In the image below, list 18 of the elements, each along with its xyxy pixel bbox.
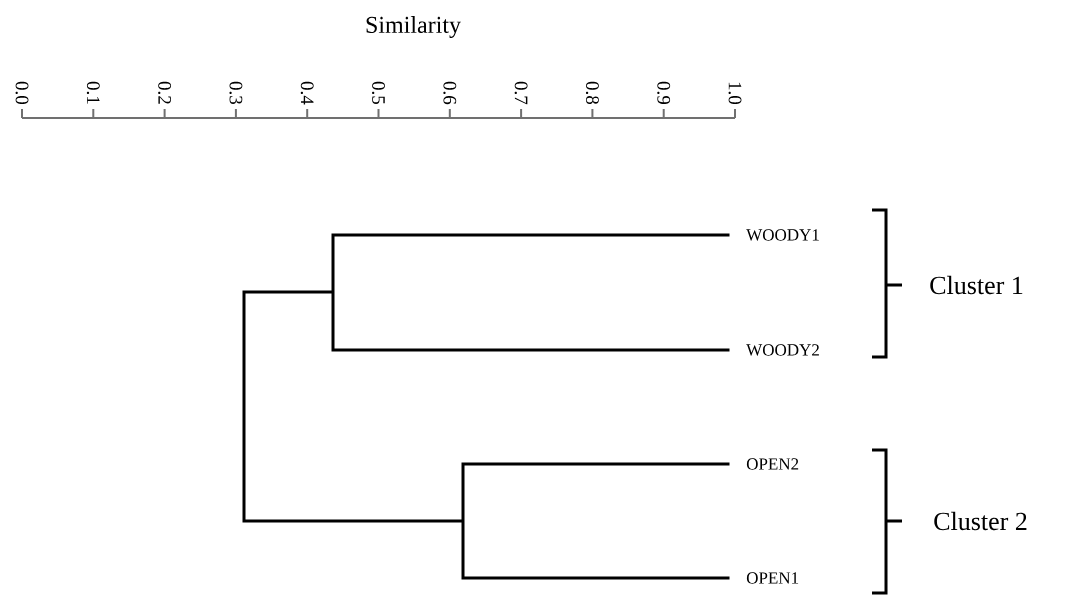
tick-label: 1.0 (728, 82, 742, 105)
tick-label: 0.0 (15, 81, 29, 105)
tick-label: 0.8 (585, 81, 599, 105)
leaf-label: WOODY2 (746, 344, 819, 356)
cluster-label: Cluster 2 (934, 511, 1027, 531)
leaf-label: OPEN2 (746, 458, 799, 470)
tick-label: 0.2 (158, 81, 172, 104)
tick-label: 0.3 (229, 81, 243, 105)
tick-label: 0.1 (86, 81, 100, 104)
tick-label: 0.7 (514, 81, 528, 105)
tick-label: 0.4 (300, 81, 314, 105)
cluster-label: Cluster 1 (930, 275, 1023, 295)
leaf-label: WOODY1 (746, 229, 819, 241)
tick-label: 0.5 (372, 81, 385, 105)
tick-label: 0.9 (657, 81, 671, 104)
axis-title: Similarity (366, 16, 461, 38)
tick-label: 0.6 (443, 81, 457, 105)
leaf-label: OPEN1 (746, 572, 799, 584)
